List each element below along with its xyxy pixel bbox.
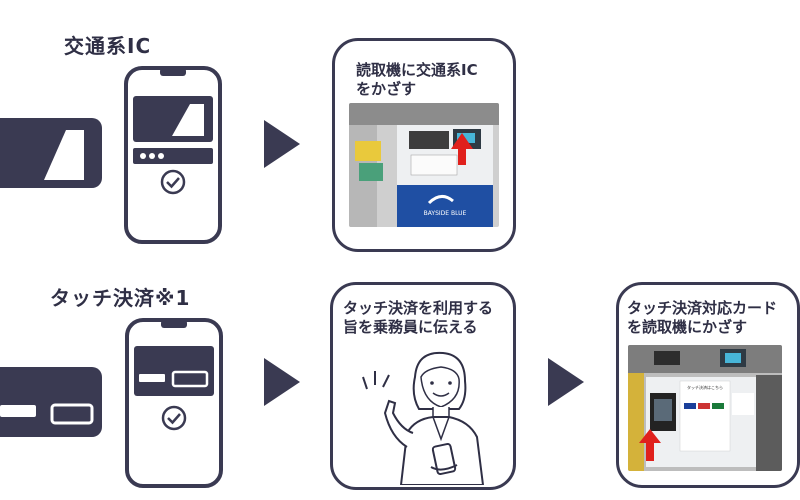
ic-section-title: 交通系IC [64,34,152,58]
play-arrow-icon [264,120,300,168]
ic-step-card: 読取機に交通系IC をかざす BAYSIDE BLUE [332,38,516,252]
red-up-arrow-icon [451,133,473,165]
check-circle-icon [161,405,187,431]
red-up-arrow-icon [639,429,661,461]
photo-sign-text: タッチ決済はこちら [687,384,723,390]
check-circle-icon [160,169,186,195]
smartphone-icon [124,66,222,244]
touch-reader-photo: タッチ決済はこちら [628,345,782,471]
smartphone-icon [125,318,223,488]
person-illustration [362,351,485,485]
touch-reader-step-label: タッチ決済対応カード を読取機にかざす [627,299,778,336]
credit-card-icon [0,367,102,437]
ic-reader-photo: BAYSIDE BLUE [349,103,499,227]
ic-step-label: 読取機に交通系IC をかざす [356,61,478,98]
play-arrow-icon [264,358,300,406]
touch-reader-step-card: タッチ決済対応カード を読取機にかざす タッチ決済はこちら [616,282,800,488]
photo-logo-text: BAYSIDE BLUE [424,210,467,217]
ic-card-icon [0,118,102,188]
tell-crew-step-card: タッチ決済を利用する 旨を乗務員に伝える [330,282,516,490]
tell-crew-step-label: タッチ決済を利用する 旨を乗務員に伝える [343,299,494,336]
touch-section-title: タッチ決済※1 [50,286,191,310]
play-arrow-icon [548,358,584,406]
